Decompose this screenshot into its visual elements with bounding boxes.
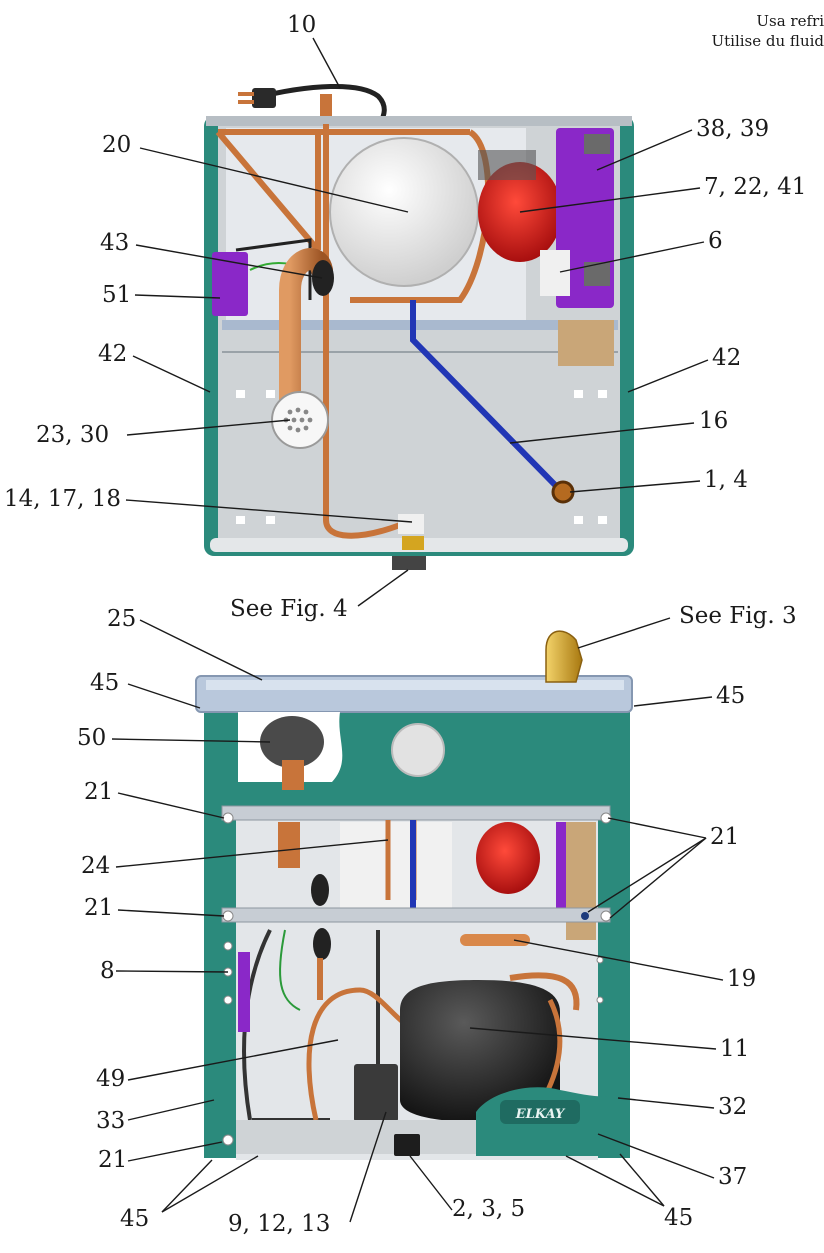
valve-43 [312,260,334,296]
callout-23-30: 23, 30 [36,424,109,447]
callout-7-22-41: 7, 22, 41 [704,176,806,199]
callout-1-4: 1, 4 [704,469,748,492]
callout-21-left-middle: 21 [84,897,113,920]
callout-21-left-lower: 21 [98,1149,127,1172]
callout-50: 50 [77,727,106,750]
callout-9-12-13: 9, 12, 13 [228,1213,330,1236]
callout-20: 20 [102,134,131,157]
top-view [204,86,634,570]
callout-45-left-bottom: 45 [120,1208,149,1231]
callout-19: 19 [727,968,756,991]
middle-crossbar [222,908,610,922]
callout-21-left-upper: 21 [84,781,113,804]
callout-45-right-bottom: 45 [664,1207,693,1230]
callout-32: 32 [718,1096,747,1119]
callout-37: 37 [718,1166,747,1189]
gauge [392,724,444,776]
callout-see-fig-4: See Fig. 4 [230,598,348,621]
callout-51: 51 [102,284,131,307]
fan-motor-bottom [476,822,540,894]
callout-14-17-18: 14, 17, 18 [4,488,121,511]
callout-25: 25 [107,608,136,631]
callout-43: 43 [100,232,129,255]
callout-45-left-top: 45 [90,672,119,695]
callout-21-right: 21 [710,826,739,849]
bottom-connector [394,1134,420,1156]
corner-text-line-1: Usa refri [756,12,824,30]
bottom-view: ELKAY [196,631,632,1160]
callout-16: 16 [699,410,728,433]
callout-33: 33 [96,1110,125,1133]
callout-24: 24 [81,855,110,878]
callout-8: 8 [100,960,115,983]
callout-10: 10 [287,14,316,37]
elkay-logo: ELKAY [515,1107,566,1122]
bubbler [546,631,582,682]
callout-42-left: 42 [98,343,127,366]
callout-see-fig-3: See Fig. 3 [679,605,797,628]
callout-45-right-top: 45 [716,685,745,708]
upper-crossbar [222,806,610,820]
corner-text-line-2: Utilise du fluid [712,32,824,50]
cold-water-tank [330,138,478,286]
callout-6: 6 [708,230,723,253]
power-plug [252,88,276,108]
bottom-outlet [392,556,426,570]
callout-42-right: 42 [712,347,741,370]
callout-11: 11 [720,1038,749,1061]
callout-2-3-5: 2, 3, 5 [452,1198,525,1221]
callout-49: 49 [96,1068,125,1091]
callout-38-39: 38, 39 [696,118,769,141]
relay-box [558,320,614,366]
